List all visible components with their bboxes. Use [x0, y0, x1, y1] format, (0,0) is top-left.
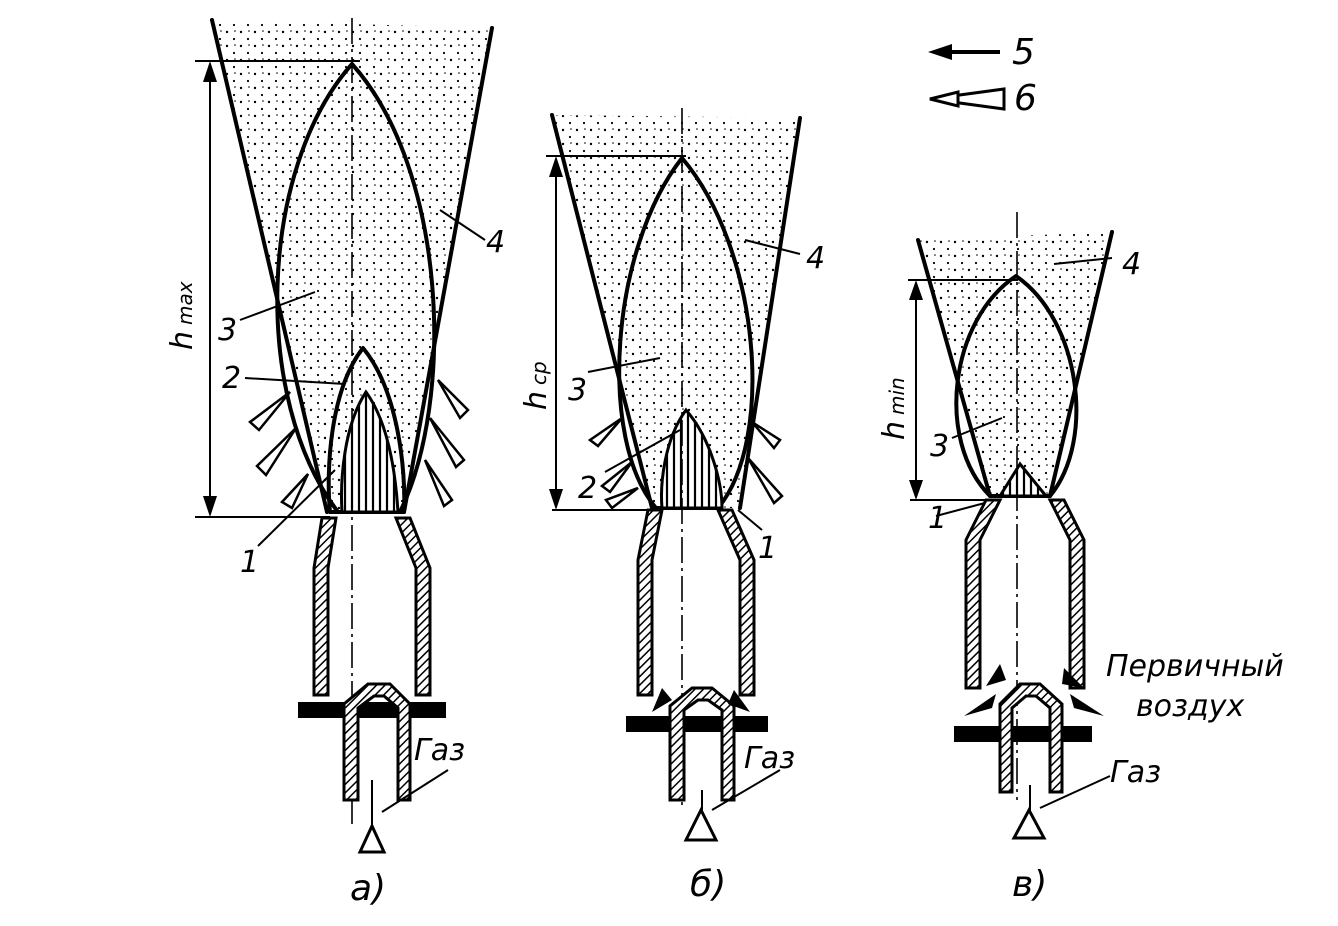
- mixer-tube-right-wall: [393, 516, 432, 697]
- gas-label: Газ: [1110, 755, 1161, 790]
- zone-label-4: 4: [486, 225, 505, 260]
- legend-arrow-label: 5: [1012, 32, 1035, 73]
- height-label-sub: ср: [527, 361, 551, 385]
- zone-label-1: 1: [240, 545, 259, 580]
- height-label-sub: max: [173, 281, 197, 325]
- svg-text:hср: h ср: [519, 361, 554, 410]
- height-label-main: h: [519, 391, 554, 410]
- inner-core-hatched: [340, 389, 400, 514]
- outer-zone-4: [552, 115, 800, 508]
- mixer-tube-right-wall: [715, 508, 756, 697]
- svg-text:hmin: h min: [877, 377, 912, 440]
- mixer-tube-right-wall: [1047, 498, 1086, 690]
- legend: 5 6: [928, 32, 1037, 119]
- mixer-tube-left-wall: [964, 498, 1003, 690]
- zone-label-3: 3: [568, 373, 587, 408]
- primary-air-arrows-icon: [964, 664, 1104, 716]
- height-label-main: h: [877, 421, 912, 440]
- gas-nozzle: [342, 682, 412, 802]
- gas-inlet-arrow-icon: [683, 806, 719, 842]
- height-label-sub: min: [885, 377, 909, 415]
- burner-b: h ср 4 3 2 1 Газ б): [519, 108, 825, 905]
- gas-label: Газ: [414, 733, 465, 768]
- mounting-plate: [954, 726, 1092, 742]
- burner-caption: а): [350, 868, 386, 909]
- zone-label-1: 1: [928, 501, 947, 536]
- zone-label-4: 4: [1122, 247, 1141, 282]
- inner-core-hatched: [660, 407, 724, 510]
- height-label-main: h: [165, 331, 200, 350]
- primary-air-label-line1: Первичный: [1106, 649, 1284, 684]
- secondary-air-arrows-icon: [248, 379, 470, 510]
- burner-caption: в): [1012, 864, 1047, 905]
- svg-text:hmax: h max: [165, 281, 200, 350]
- primary-air-arrows-icon: [652, 688, 750, 712]
- burner-c: h min 4 3 1 Газ Первичный воздух в): [877, 212, 1284, 905]
- zone-label-3: 3: [218, 313, 237, 348]
- mounting-plate: [298, 702, 446, 718]
- burner-caption: б): [690, 864, 726, 905]
- gas-inlet-arrow-icon: [357, 822, 387, 854]
- zone-label-2: 2: [578, 471, 597, 506]
- zone-label-2: 2: [222, 361, 241, 396]
- mounting-plate: [626, 716, 768, 732]
- gas-inlet-arrow-icon: [1011, 806, 1047, 840]
- legend-arrow-icon: [928, 44, 1000, 60]
- secondary-air-arrows-icon: [587, 416, 784, 510]
- gas-nozzle: [668, 686, 736, 802]
- zone-label-4: 4: [806, 241, 825, 276]
- zone-label-3: 3: [930, 429, 949, 464]
- inner-core-hatched: [997, 461, 1050, 498]
- gas-nozzle: [998, 682, 1064, 794]
- legend-hollow-arrow-label: 6: [1014, 78, 1037, 119]
- mixer-tube-left-wall: [312, 516, 338, 697]
- primary-air-label-line2: воздух: [1136, 689, 1244, 724]
- legend-hollow-arrow-icon: [929, 87, 1006, 111]
- mixer-tube-left-wall: [636, 508, 664, 697]
- zone-label-1: 1: [758, 531, 777, 566]
- burner-a: h max 4 3 2 1 Газ а): [165, 18, 505, 909]
- gas-label: Газ: [744, 741, 795, 776]
